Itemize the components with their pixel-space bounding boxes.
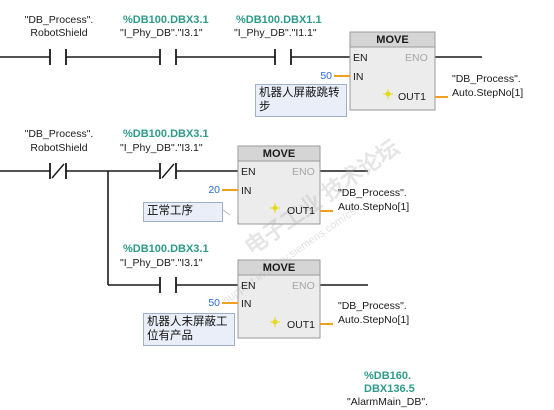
- nw2-move2-out-operand-line1: "DB_Process".: [338, 300, 407, 312]
- nw2-branch-contact-operand: "I_Phy_DB"."I3.1": [120, 257, 203, 269]
- nw2-branch-contact-i31[interactable]: [159, 277, 177, 293]
- nw2-contact1-operand-line2: RobotShield: [30, 142, 88, 154]
- nw2-move-title: MOVE: [262, 148, 296, 160]
- nw1-contact-i11[interactable]: [274, 49, 292, 65]
- nw2-move2-out-operand-line2: Auto.StepNo[1]: [338, 314, 410, 326]
- nw2-move-en: EN: [241, 166, 256, 178]
- nw2-move-block[interactable]: [211, 145, 333, 225]
- nw1-contact3-operand: "I_Phy_DB"."I1.1": [234, 27, 317, 39]
- nw2-move2-in-value[interactable]: 50: [208, 297, 220, 309]
- nw2-move-comment[interactable]: 正常工序: [143, 202, 223, 222]
- nw1-contact-robotshield[interactable]: [49, 49, 67, 65]
- nw2-move2-eno: ENO: [292, 280, 315, 292]
- nw2-contact-robotshield-nc[interactable]: [49, 163, 67, 179]
- nw3-address-line2: DBX136.5: [364, 383, 415, 395]
- nw2-contact-i31-nc[interactable]: [159, 163, 177, 179]
- nw2-branch-contact-address: %DB100.DBX3.1: [123, 243, 209, 255]
- nw1-contact2-operand: "I_Phy_DB"."I3.1": [120, 27, 203, 39]
- nw3-address-line1: %DB160.: [364, 370, 412, 382]
- nw2-contact1-operand-line1: "DB_Process".: [24, 128, 94, 140]
- nw1-move-title: MOVE: [376, 34, 409, 46]
- nw2-contact2-operand: "I_Phy_DB"."I3.1": [120, 142, 203, 154]
- nw1-move-in: IN: [353, 71, 364, 83]
- nw1-contact2-address: %DB100.DBX3.1: [123, 14, 209, 26]
- nw1-move-out-operand-line1: "DB_Process".: [452, 73, 521, 85]
- nw2-move2-en: EN: [241, 280, 256, 292]
- nw2-move2-title: MOVE: [262, 262, 296, 274]
- nw1-move-en: EN: [353, 52, 368, 64]
- nw2-contact2-address: %DB100.DBX3.1: [123, 128, 209, 140]
- nw2-move2-out: OUT1: [287, 319, 316, 331]
- nw2-move2-in: IN: [241, 298, 252, 310]
- nw1-move-out: OUT1: [398, 91, 427, 103]
- nw1-contact-i31[interactable]: [159, 49, 177, 65]
- nw1-contact3-address: %DB100.DBX1.1: [236, 14, 322, 26]
- nw2-move-out-operand-line2: Auto.StepNo[1]: [338, 201, 410, 213]
- nw2-move2-comment[interactable]: 机器人未屏蔽工位有产品: [143, 313, 235, 346]
- nw2-move-out: OUT1: [287, 205, 316, 217]
- nw1-move-in-value[interactable]: 50: [320, 70, 332, 82]
- nw2-move-in: IN: [241, 185, 252, 197]
- nw2-move-in-value[interactable]: 20: [208, 184, 220, 196]
- nw2-move-out-operand-line1: "DB_Process".: [338, 187, 407, 199]
- nw2-move-block-2[interactable]: [211, 259, 333, 339]
- nw1-move-out-operand-line2: Auto.StepNo[1]: [452, 87, 524, 99]
- nw2-move-eno: ENO: [292, 166, 315, 178]
- nw3-operand: "AlarmMain_DB".: [347, 396, 428, 408]
- nw1-move-comment[interactable]: 机器人屏蔽跳转步: [255, 84, 347, 117]
- nw1-move-block[interactable]: [323, 31, 448, 111]
- nw1-contact1-operand-line1: "DB_Process".: [24, 14, 94, 26]
- nw1-contact1-operand-line2: RobotShield: [30, 27, 88, 39]
- network2-wires: [0, 170, 368, 286]
- nw1-move-eno: ENO: [405, 52, 428, 64]
